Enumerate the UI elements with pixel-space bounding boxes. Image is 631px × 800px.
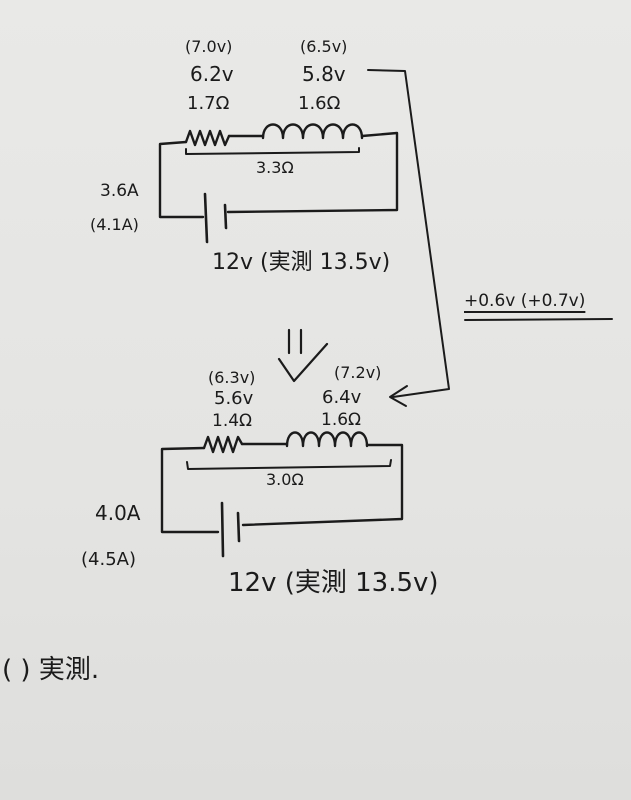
bottom-measured-current: (4.5A) [81,549,136,570]
top-battery-short-plate [223,203,228,230]
bottom-coil-resistance: 1.6Ω [321,410,362,430]
top-total-resistance: 3.3Ω [256,158,294,177]
top-battery-long-plate [203,192,209,244]
top-resistor-measured-voltage: (7.0v) [185,37,233,56]
bottom-left-wire [160,446,220,534]
bottom-resistor-symbol [202,435,244,454]
top-measured-current: (4.1A) [90,215,139,234]
bottom-battery-short-plate [236,511,241,543]
bottom-total-resistance: 3.0Ω [266,470,304,489]
top-resistance-bracket [185,147,360,155]
top-resistor-resistance: 1.7Ω [187,93,230,114]
change-arrow [367,69,613,407]
change-arrow-line [367,69,450,398]
top-coil-resistance: 1.6Ω [298,93,341,114]
bottom-battery-long-plate [220,501,225,558]
top-circuit [158,123,399,244]
bottom-resistor-resistance: 1.4Ω [212,411,253,431]
bottom-coil-voltage: 6.4v [322,387,362,408]
change-arrow-head [389,385,408,407]
bottom-circuit [160,431,404,558]
top-resistor-symbol [184,129,231,147]
bottom-coil-measured-voltage: (7.2v) [334,363,382,382]
equivalence-arrow [277,328,329,383]
change-arrow-underline [464,318,613,321]
bottom-battery-label: 12v (実測 13.5v) [228,568,439,598]
top-coil-measured-voltage: (6.5v) [300,37,348,56]
bottom-right-wire [241,443,404,527]
measured-values-legend: ( ) 実測. [2,655,100,685]
bottom-current: 4.0A [95,501,141,525]
equivalence-arrow-head [277,342,329,383]
top-left-wire [158,140,205,219]
equivalence-double-line [287,328,303,355]
bottom-resistance-bracket [186,459,392,470]
bottom-resistor-voltage: 5.6v [214,388,254,409]
voltage-change-note: +0.6v (+0.7v) [464,291,586,311]
bottom-coil-symbol [285,431,369,448]
top-resistor-voltage: 6.2v [190,62,234,86]
top-right-wire [226,131,399,214]
bottom-resistor-measured-voltage: (6.3v) [208,368,256,387]
top-battery-label: 12v (実測 13.5v) [212,250,391,275]
top-current: 3.6A [100,181,139,201]
top-coil-symbol [261,123,364,140]
top-coil-voltage: 5.8v [302,62,346,86]
